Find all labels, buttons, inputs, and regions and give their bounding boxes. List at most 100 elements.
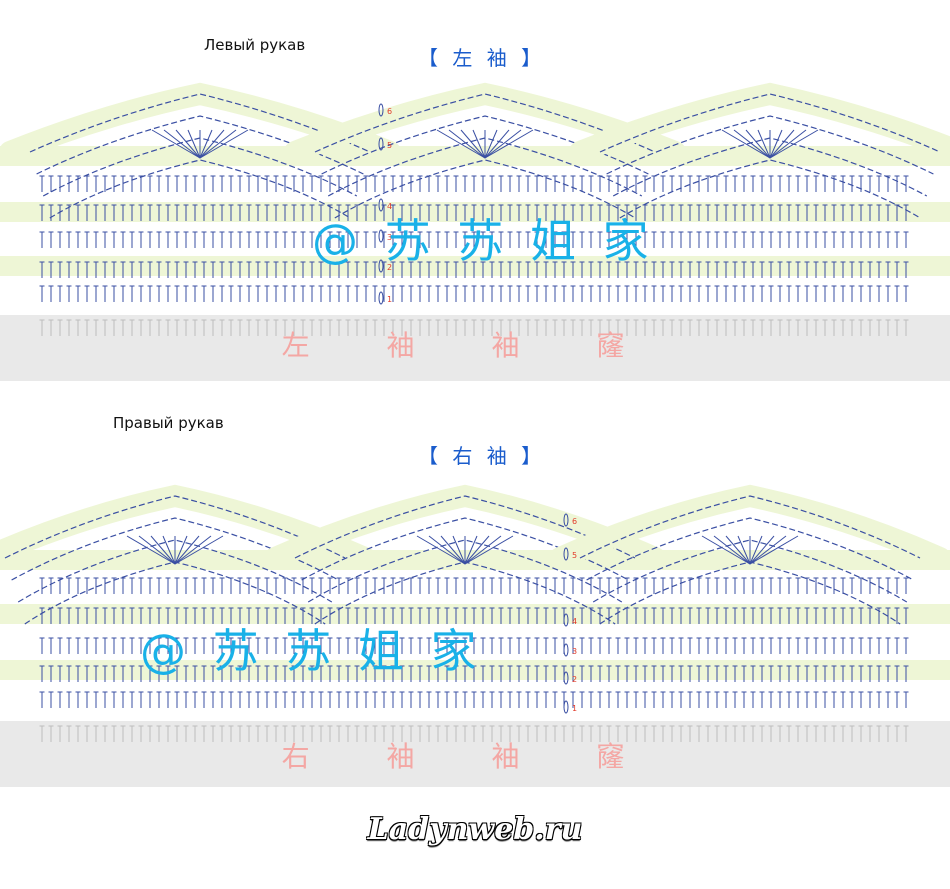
pattern-band (0, 256, 950, 276)
chain-loop (563, 643, 569, 657)
fan-stitch (126, 535, 176, 565)
chain-arc (579, 495, 921, 559)
fan-stitch (484, 129, 510, 159)
chain-loop (378, 229, 384, 243)
chain-arc (619, 159, 921, 219)
fan-stitch (163, 129, 201, 159)
row-number: 6 (387, 107, 392, 116)
chain-arc (321, 115, 649, 175)
left-watermark: @ 苏 苏 姐 家 (312, 214, 655, 268)
fan-stitch (713, 535, 751, 565)
chain-arc (49, 159, 351, 219)
fan-stitch (464, 535, 502, 565)
left-cuff-label: 左 袖 袖 窿 (282, 329, 659, 362)
fan-stitch (484, 129, 522, 159)
row-number: 5 (572, 551, 577, 560)
chain-arc (294, 495, 636, 559)
fan-stitch (416, 535, 466, 565)
chain-loop (378, 103, 384, 117)
fan-stitch (151, 129, 201, 159)
row-number: 2 (387, 263, 392, 272)
chain-arc (334, 159, 636, 219)
fan-stitch (472, 129, 486, 159)
pattern-band (0, 604, 950, 624)
right-sleeve-crochet-chart: 1 2 3 4 5 6 右 袖 袖 窿 (0, 478, 950, 808)
left-sleeve-caption: Левый рукав (204, 36, 306, 54)
row-number: 3 (387, 233, 392, 242)
row-number: 2 (572, 675, 577, 684)
fan-stitch (484, 129, 498, 159)
fan-stitch (769, 129, 807, 159)
right-watermark: @ 苏 苏 姐 家 (140, 624, 483, 678)
chain-arc (307, 539, 623, 603)
fan-stitch (174, 535, 188, 565)
scallop-band (569, 82, 950, 163)
fan-stitch (745, 129, 771, 159)
fan-stitch (448, 129, 486, 159)
right-sleeve-chinese-title: 【 右 袖 】 (418, 444, 546, 468)
chain-arc (592, 539, 908, 603)
cuff-band (0, 721, 950, 787)
fan-stitch (199, 129, 249, 159)
fan-stitch (464, 535, 490, 565)
chain-loop (563, 671, 569, 685)
row-number: 5 (387, 141, 392, 150)
chain-loop (378, 259, 384, 273)
pattern-band (0, 550, 950, 570)
chain-loop (563, 700, 569, 714)
fan-stitch (199, 129, 237, 159)
fan-stitch (460, 129, 486, 159)
fan-stitch (737, 535, 751, 565)
fan-stitch (757, 129, 771, 159)
fan-stitch (749, 535, 775, 565)
row-number: 1 (387, 295, 392, 304)
left-sleeve-chinese-title: 【 左 袖 】 (418, 46, 546, 70)
fan-stitch (733, 129, 771, 159)
right-sleeve-caption: Правый рукав (113, 414, 224, 432)
chain-arc (586, 517, 914, 581)
fan-stitch (701, 535, 751, 565)
fan-stitch (138, 535, 176, 565)
site-logo-text: Ladynweb.ru (367, 812, 583, 847)
row-number: 4 (572, 617, 577, 626)
fan-stitch (175, 129, 201, 159)
fan-stitch (174, 535, 200, 565)
chain-loop (563, 513, 569, 527)
chain-arc (29, 93, 371, 153)
fan-stitch (436, 129, 486, 159)
fan-stitch (749, 535, 799, 565)
pattern-band (0, 202, 950, 222)
fan-stitch (174, 535, 224, 565)
chain-loop (563, 547, 569, 561)
row-number: 6 (572, 517, 577, 526)
fan-stitch (199, 129, 213, 159)
fan-stitch (769, 129, 783, 159)
fan-stitch (428, 535, 466, 565)
fan-stitch (769, 129, 819, 159)
chain-arc (4, 495, 346, 559)
chain-arc (599, 93, 941, 153)
chain-loop (378, 291, 384, 305)
row-number: 3 (572, 647, 577, 656)
cuff-band (0, 315, 950, 381)
fan-stitch (162, 535, 176, 565)
chain-arc (17, 539, 333, 603)
fan-stitch (150, 535, 176, 565)
right-cuff-label: 右 袖 袖 窿 (282, 740, 659, 773)
chain-loop (378, 137, 384, 151)
fan-stitch (749, 535, 787, 565)
fan-stitch (769, 129, 795, 159)
pattern-band (0, 660, 950, 680)
fan-stitch (721, 129, 771, 159)
fan-stitch (464, 535, 514, 565)
chain-loop (563, 613, 569, 627)
row-number: 4 (387, 202, 392, 211)
fan-stitch (174, 535, 212, 565)
chain-arc (36, 115, 364, 175)
fan-stitch (452, 535, 466, 565)
chain-arc (314, 93, 656, 153)
left-sleeve-crochet-chart: 1 2 3 4 5 6 左 袖 袖 窿 (0, 80, 950, 410)
row-number: 1 (572, 704, 577, 713)
chain-loop (378, 198, 384, 212)
fan-stitch (464, 535, 478, 565)
